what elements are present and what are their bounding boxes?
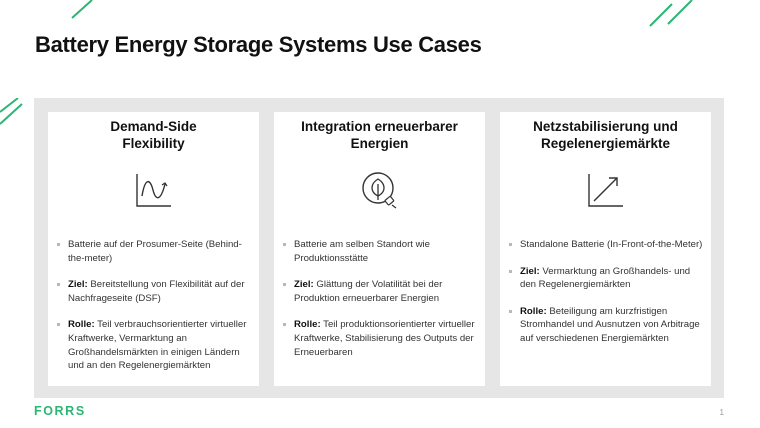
card-title: Netzstabilisierung und Regelenergiemärkt… (533, 119, 678, 151)
card-title: Demand-Side Flexibility (110, 119, 197, 151)
bullet-list: Standalone Batterie (In-Front-of-the-Met… (508, 238, 707, 359)
list-item: Rolle: Teil produktionsorientierter virt… (282, 318, 481, 359)
bullet-list: Batterie am selben Standort wie Produkti… (282, 238, 481, 372)
eco-leaf-plug-icon (362, 172, 397, 209)
list-item: Batterie am selben Standort wie Produkti… (282, 238, 481, 265)
use-case-card-renewables: Integration erneuerbarer Energien Batter… (274, 112, 485, 386)
use-case-card-grid-stabilization: Netzstabilisierung und Regelenergiemärkt… (500, 112, 711, 386)
forrs-logo: FORRS (34, 404, 86, 418)
use-case-card-demand-side: Demand-Side Flexibility Batterie auf der… (48, 112, 259, 386)
list-item: Batterie auf der Prosumer-Seite (Behind-… (56, 238, 255, 265)
list-item: Ziel: Vermarktung an Großhandels- und de… (508, 265, 707, 292)
list-item: Rolle: Beteiligung am kurzfristigen Stro… (508, 305, 707, 346)
card-title: Integration erneuerbarer Energien (301, 119, 458, 151)
page-number: 1 (719, 408, 724, 417)
list-item: Standalone Batterie (In-Front-of-the-Met… (508, 238, 707, 252)
wave-graph-icon (136, 174, 171, 207)
list-item: Rolle: Teil verbrauchsorientierter virtu… (56, 318, 255, 372)
trend-up-graph-icon (588, 174, 623, 207)
use-case-panel: Demand-Side Flexibility Batterie auf der… (34, 98, 724, 398)
page-title: Battery Energy Storage Systems Use Cases (35, 32, 482, 57)
bullet-list: Batterie auf der Prosumer-Seite (Behind-… (56, 238, 255, 386)
decorative-stroke-top-right (649, 0, 693, 27)
decorative-stroke-top-left (71, 0, 93, 19)
decorative-stroke-left (0, 98, 23, 125)
list-item: Ziel: Bereitstellung von Flexibilität au… (56, 278, 255, 305)
list-item: Ziel: Glättung der Volatilität bei der P… (282, 278, 481, 305)
